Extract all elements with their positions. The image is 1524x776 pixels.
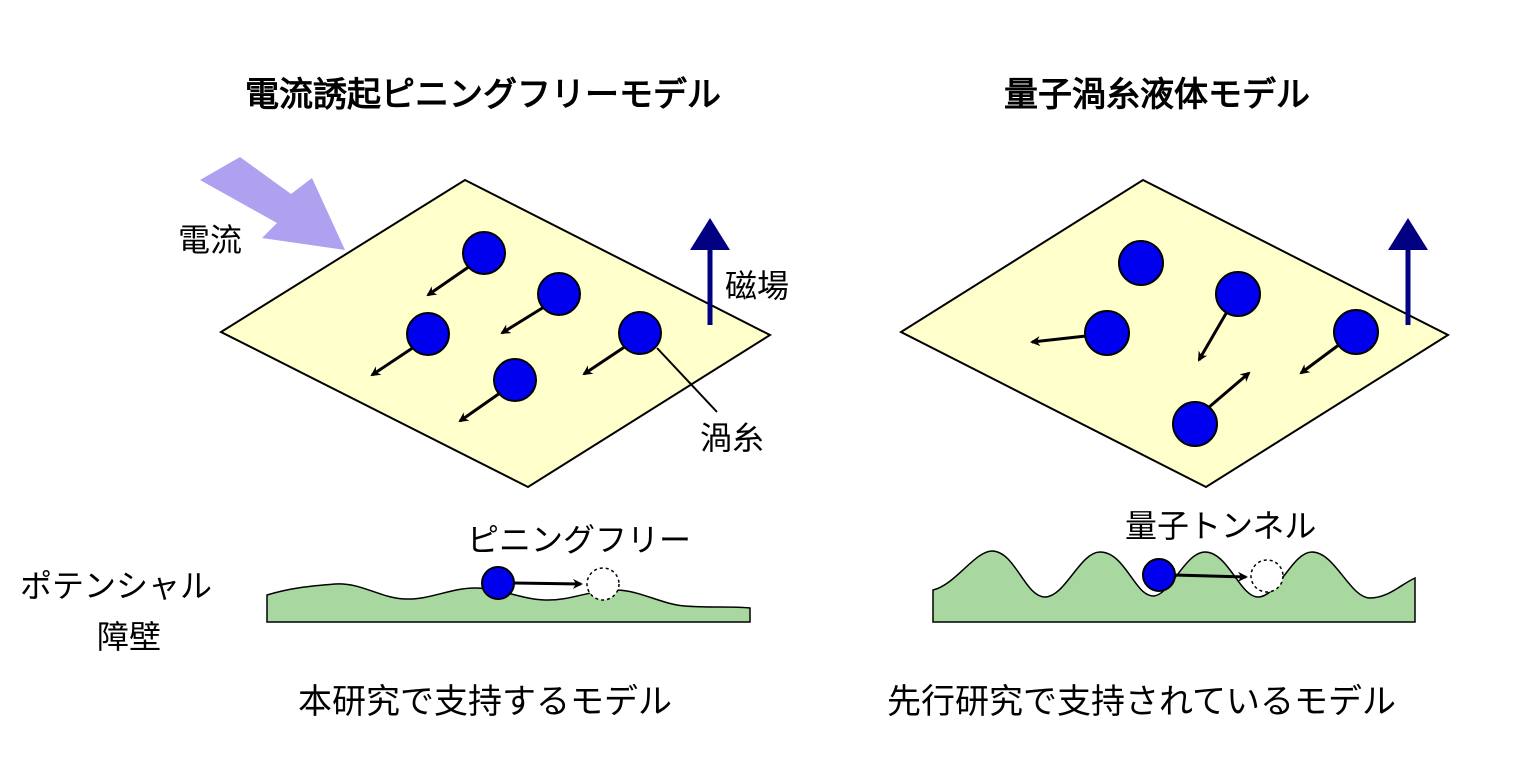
- potential-barrier: [266, 583, 751, 623]
- left-panel-title: 電流誘起ピニングフリーモデル: [245, 75, 721, 115]
- right-panel-title: 量子渦糸液体モデル: [1004, 75, 1310, 115]
- vortex: [1118, 240, 1164, 286]
- magnetic-field-arrow: [690, 218, 730, 325]
- vortex: [458, 358, 537, 423]
- right-panel: [898, 178, 1451, 623]
- quantum-tunnel-label: 量子トンネル: [1125, 507, 1317, 545]
- vortex: [426, 231, 506, 297]
- left-caption: 本研究で支持するモデル: [298, 682, 672, 722]
- magnetic-field-arrow: [1388, 218, 1428, 325]
- left-panel: [200, 157, 773, 623]
- barrier-label-line2: 障壁: [97, 618, 162, 656]
- vortex: [370, 312, 450, 377]
- potential-barrier: [932, 550, 1416, 623]
- vortex: [481, 566, 515, 600]
- superconductor-plane: [898, 178, 1451, 489]
- motion-arrow: [1173, 571, 1248, 582]
- current-arrow: [200, 157, 345, 250]
- current-label: 電流: [178, 221, 243, 259]
- field-label: 磁場: [725, 267, 790, 305]
- vortex: [582, 311, 662, 376]
- vortex-label: 渦糸: [700, 419, 765, 457]
- barrier-label-line1: ポテンシャル: [20, 567, 213, 605]
- vortex-leader-line: [656, 347, 718, 413]
- vortex: [1197, 271, 1261, 362]
- right-caption: 先行研究で支持されているモデル: [887, 682, 1396, 722]
- motion-arrow: [513, 578, 583, 589]
- vortex: [1030, 310, 1130, 356]
- pinning-free-label: ピニングフリー: [467, 521, 692, 559]
- vortex: [1299, 309, 1379, 375]
- vortex-destination: [1250, 559, 1284, 593]
- vortex-destination: [586, 567, 620, 601]
- vortex: [1172, 371, 1251, 447]
- superconductor-plane: [218, 178, 773, 489]
- vortex: [500, 272, 581, 335]
- vortex: [1142, 558, 1176, 592]
